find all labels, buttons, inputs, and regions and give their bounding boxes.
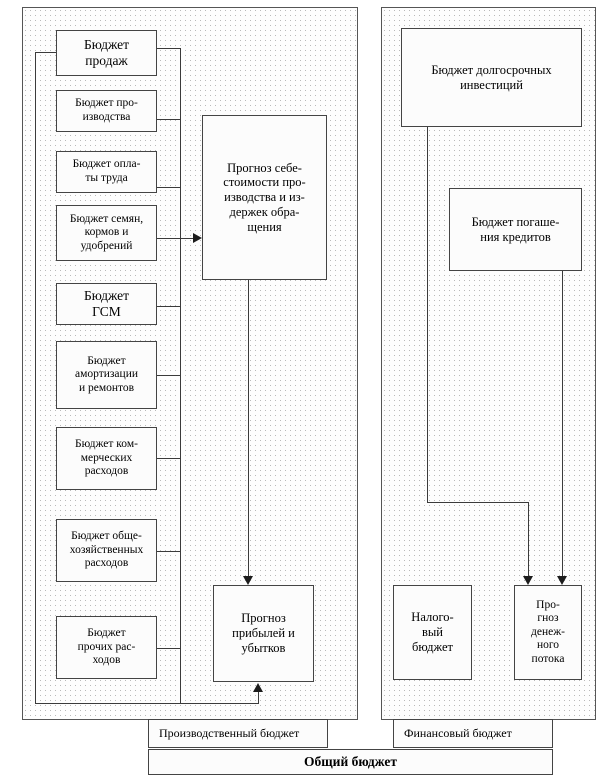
connector-cost-to-profit	[248, 280, 249, 577]
arrow-into-profit-loss-top	[243, 576, 253, 585]
connector-bus-bottom-riser	[258, 692, 259, 704]
connector-production-to-bus	[157, 119, 181, 120]
connector-labor-to-bus	[157, 187, 181, 188]
bar-financial-budget: Финансовый бюджет	[393, 719, 553, 748]
connector-investments-to-cashflow	[528, 502, 529, 578]
connector-general-to-bus	[157, 551, 181, 552]
box-cost-forecast-label: Прогноз себе-стоимости про-изводства и и…	[223, 160, 306, 234]
connector-investments-down	[427, 127, 428, 502]
arrow-into-cash-flow-left	[523, 576, 533, 585]
connector-loans-to-cashflow	[562, 271, 563, 578]
connector-other-to-bus	[157, 648, 181, 649]
arrow-into-profit-loss-bottom	[253, 683, 263, 692]
box-loan-repayment-budget[interactable]: Бюджет погаше-ния кредитов	[449, 188, 582, 271]
connector-bus-to-cost-forecast	[180, 238, 194, 239]
connector-commercial-to-bus	[157, 458, 181, 459]
connector-depreciation-to-bus	[157, 375, 181, 376]
box-labor-budget[interactable]: Бюджет опла-ты труда	[56, 151, 157, 193]
box-production-budget[interactable]: Бюджет про-изводства	[56, 90, 157, 132]
connector-investments-right	[427, 502, 529, 503]
bar-master-budget: Общий бюджет	[148, 749, 553, 775]
box-production-budget-label: Бюджет про-изводства	[75, 97, 138, 123]
arrow-into-cash-flow-right	[557, 576, 567, 585]
arrow-into-cost-forecast	[193, 233, 202, 243]
connector-inner-bus-bottom	[180, 703, 259, 704]
bar-production-budget: Производственный бюджет	[148, 719, 328, 748]
box-cost-forecast[interactable]: Прогноз себе-стоимости про-изводства и и…	[202, 115, 327, 280]
connector-outer-bus-bottom	[35, 703, 259, 704]
connector-sales-to-bus	[157, 48, 181, 49]
connector-sales-left-stub	[35, 52, 56, 53]
connector-fuel-to-bus	[157, 306, 181, 307]
connector-outer-left-bus-vertical	[35, 52, 36, 704]
bar-financial-budget-label: Финансовый бюджет	[404, 725, 512, 740]
box-labor-budget-label: Бюджет опла-ты труда	[72, 158, 141, 184]
box-loan-repayment-budget-label: Бюджет погаше-ния кредитов	[471, 214, 560, 244]
bar-master-budget-label: Общий бюджет	[304, 753, 397, 769]
bar-production-budget-label: Производственный бюджет	[159, 725, 300, 740]
connector-left-bus-vertical	[180, 48, 181, 704]
connector-seeds-to-bus	[157, 238, 181, 239]
